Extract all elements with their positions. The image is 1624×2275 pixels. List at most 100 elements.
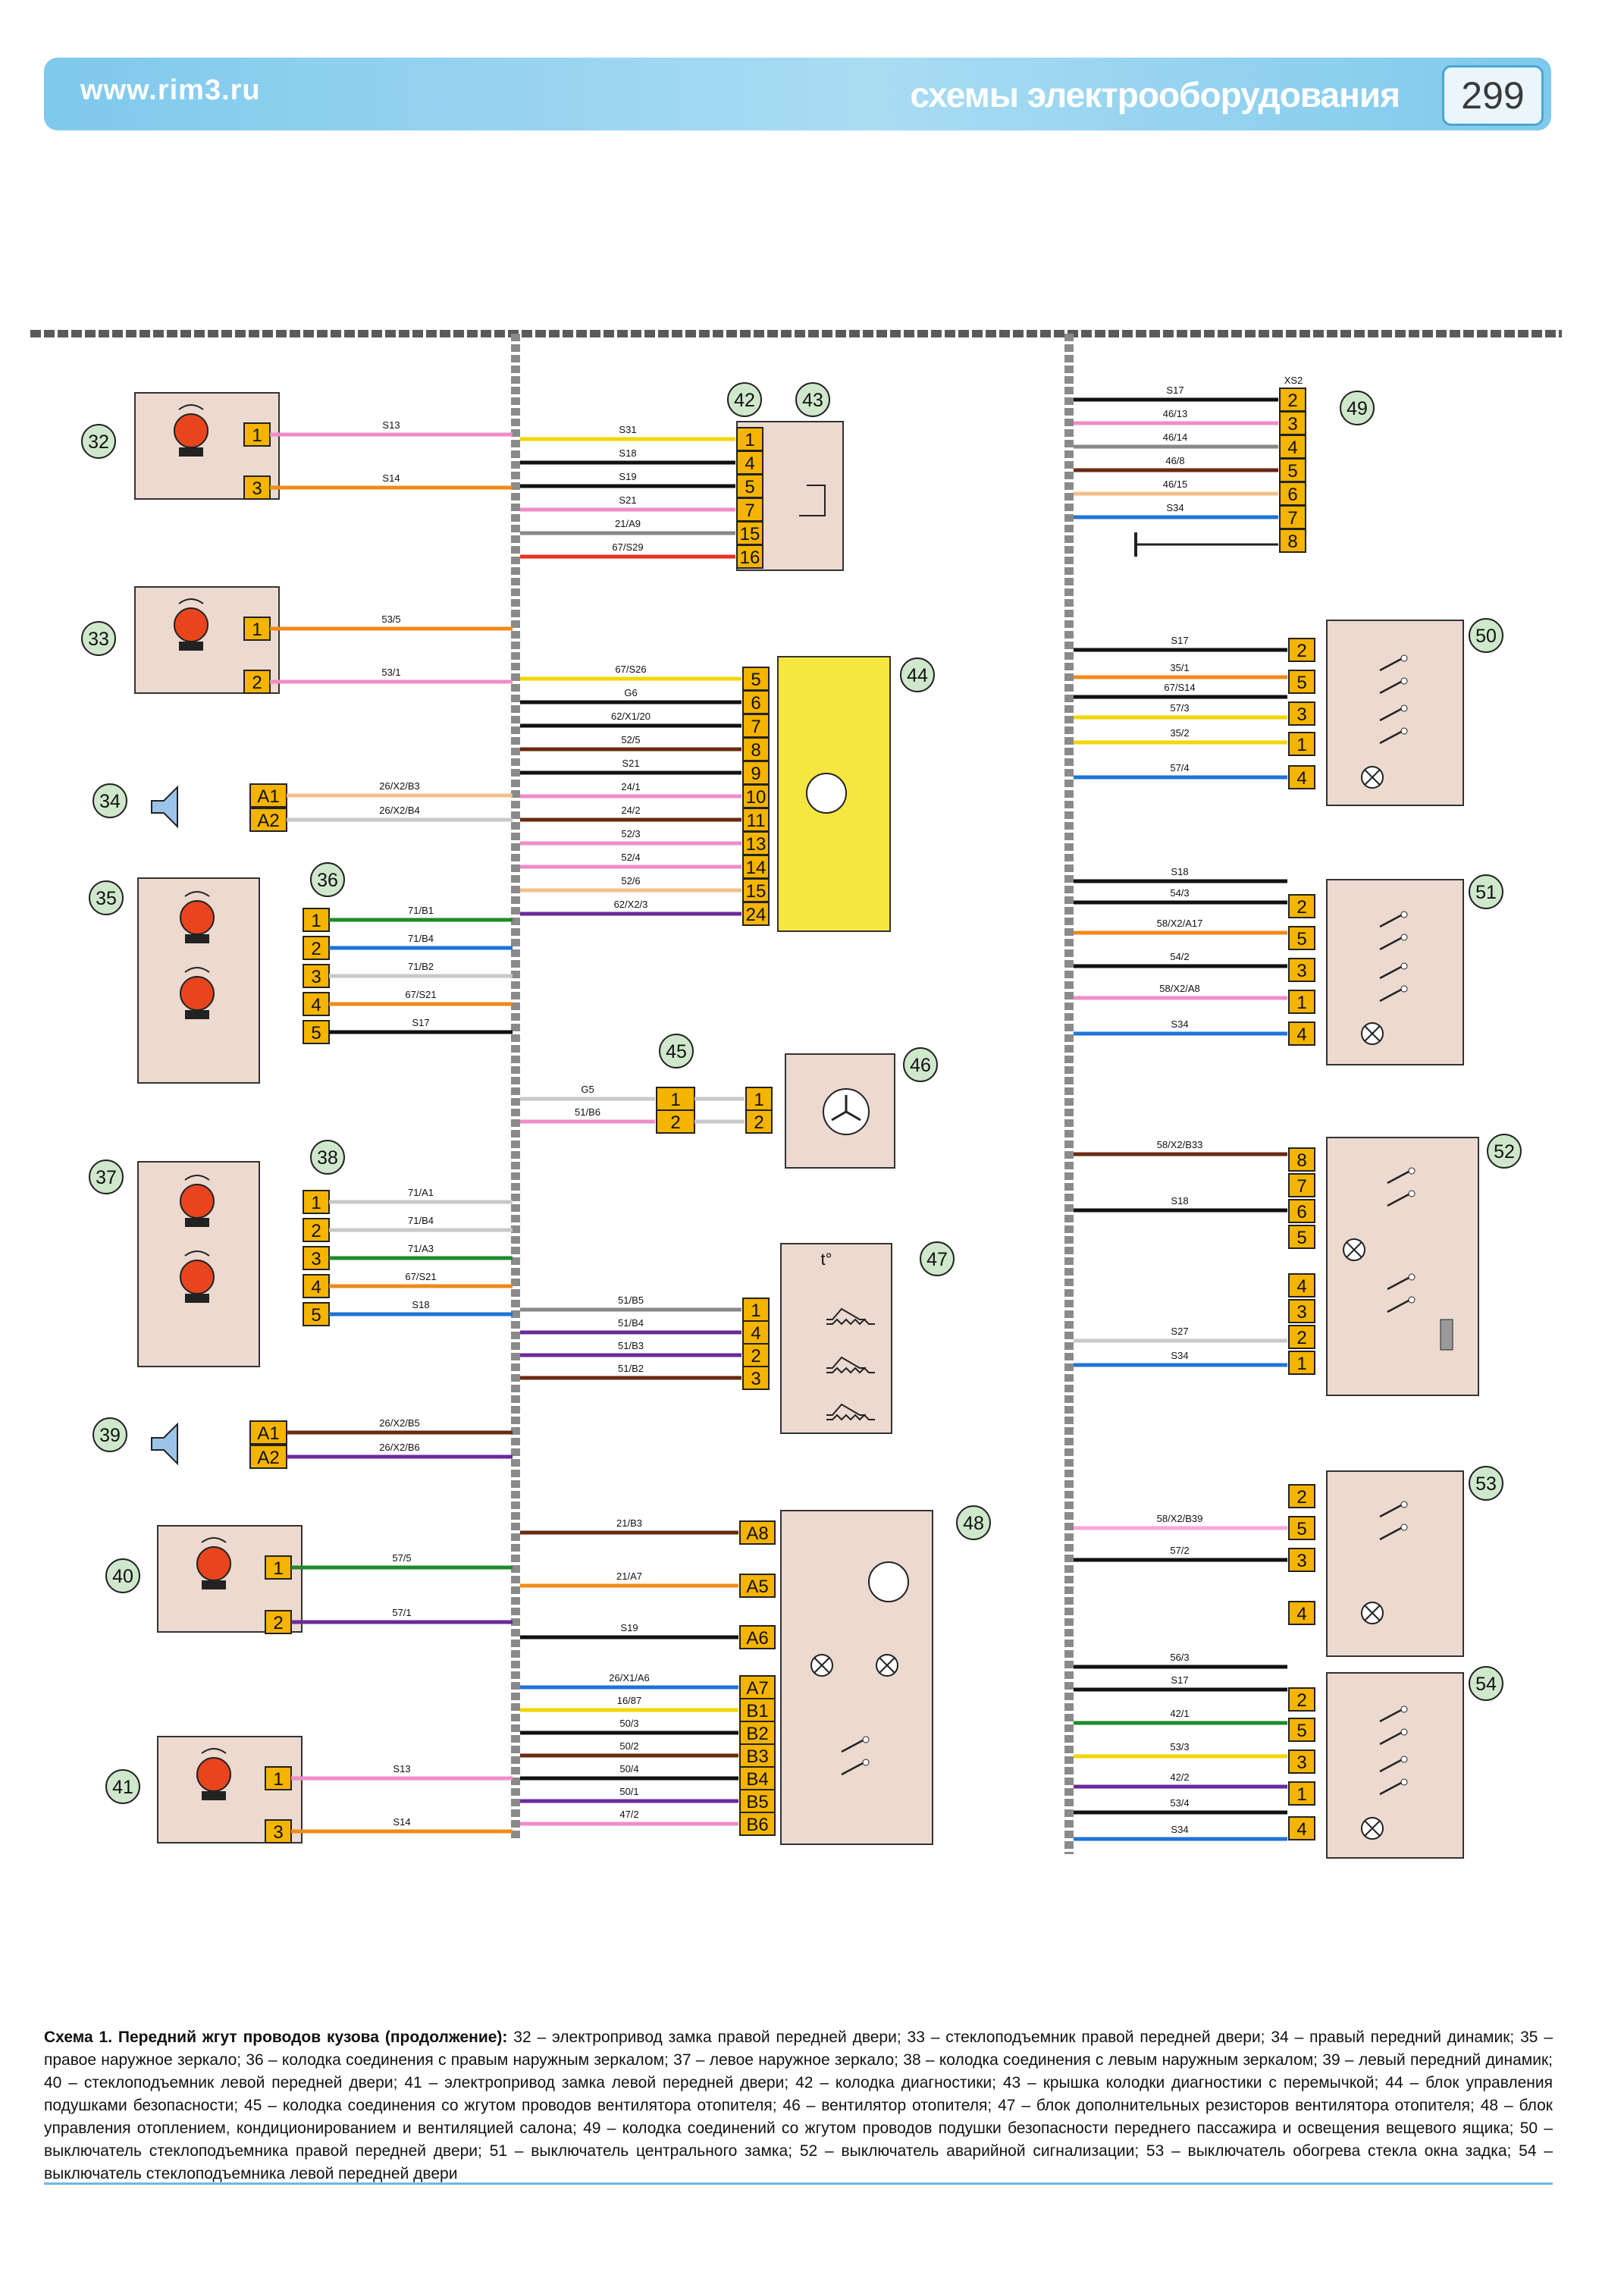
connector-pin [1288,701,1315,726]
pin-label: 5 [1296,929,1306,949]
motor-icon [180,976,215,1011]
wire-label: 53/3 [1170,1741,1189,1753]
motor-icon [180,1260,215,1294]
switch-contacts [841,1738,865,1776]
wire-label: S18 [619,447,636,459]
pin-label: 3 [1296,1551,1306,1571]
rotation-arrow-icon [184,1175,210,1181]
motor-icon [180,1184,215,1219]
pin-label: B3 [746,1746,768,1767]
wire-label: 58/X2/B33 [1157,1139,1203,1150]
pin-label: 15 [740,524,760,544]
motor-mount [179,642,203,651]
component-body [780,1243,892,1434]
pin-label: 6 [1296,1202,1306,1222]
pin-label: B4 [746,1769,768,1790]
wire-label: S18 [412,1299,429,1310]
connector-pin [742,714,770,738]
pin-label: 1 [273,1769,283,1790]
callout-43 [795,382,830,417]
wire-label: S14 [393,1816,410,1828]
pin-label: 6 [1287,485,1297,505]
connector-pin [742,761,770,785]
heater-zigzag [826,1414,875,1421]
pin-label: 16 [740,548,760,568]
pin-label: 2 [1296,1487,1306,1508]
connector-pin [1288,1516,1315,1540]
motor-mount [179,447,203,457]
connector-pin [736,544,763,569]
switch-node [862,1759,870,1766]
callout-label: 51 [1475,882,1497,903]
wire-label: 71/B4 [408,933,434,944]
lamp-cross [1364,1605,1381,1621]
connector-pin [1288,1484,1315,1508]
wire-label: 24/1 [621,781,640,792]
switch-node [1400,677,1408,685]
wire-label: S34 [1171,1350,1188,1361]
connector-49-label: XS2 [1284,375,1303,386]
callout-label: 40 [112,1566,133,1587]
site-url: www.rim3.ru [80,74,261,106]
pin-label: 14 [746,858,767,878]
switch-node [1408,1167,1416,1175]
connector-pin [739,1812,776,1836]
wire-label: 47/2 [619,1809,638,1820]
component-body [1326,879,1464,1065]
switch-node [1400,1501,1408,1508]
wire-label: 57/4 [1170,762,1189,774]
connector-pin [739,1574,776,1598]
switch-contacts [1379,965,1403,1003]
wire-label: 35/1 [1170,662,1189,673]
callout-label: 42 [734,390,755,411]
lamp-cross [879,1657,895,1674]
connector-pin [1288,638,1315,662]
pin-label: 4 [1296,1276,1306,1297]
wire-label: G5 [581,1084,594,1095]
pin-label: 4 [745,453,754,474]
callout-50 [1469,618,1503,653]
motor-icon [174,607,208,642]
callout-label: 32 [88,431,109,453]
component-body [1326,1470,1464,1657]
pin-label: 1 [252,425,262,446]
wire-label: 53/1 [381,667,400,678]
pin-label: A1 [257,786,279,807]
wire-label: 24/2 [621,805,640,816]
connector-pin [742,878,770,902]
callout-label: 45 [666,1041,687,1062]
pin-label: 2 [1296,1328,1306,1348]
wire-label: 58/X2/B39 [1157,1513,1203,1524]
wire-label: S17 [1171,1674,1188,1686]
caption-divider [44,2182,1553,2185]
wire-label: 67/S29 [612,541,643,553]
connector-pin [742,737,770,761]
callout-42 [727,382,762,417]
switch-node [1400,1523,1408,1531]
connector-pin [1288,1225,1315,1249]
section-title: схемы электрооборудования [910,75,1400,115]
pin-label: 9 [751,764,760,784]
wire-label: 51/B5 [618,1294,644,1306]
callout-label: 46 [910,1055,931,1076]
switch-contacts [1379,1708,1403,1746]
wire-label: 42/1 [1170,1708,1189,1719]
pin-label: A5 [746,1577,768,1597]
callout-47 [920,1241,955,1276]
resistor-icon [1440,1319,1453,1351]
heater-element [826,1307,866,1320]
rotation-arrow-icon [201,1537,227,1543]
pin-label: 2 [1296,897,1306,918]
connector-pin [742,1298,770,1322]
connector-pin [742,902,770,926]
rotation-arrow-icon [184,891,210,897]
pin-label: 5 [1296,1228,1306,1248]
wire-label: S18 [1171,866,1188,877]
connector-pin [736,497,763,522]
callout-34 [92,783,127,818]
lamp-cross [1364,1820,1381,1837]
callout-44 [900,657,935,692]
connector-pin [249,808,287,832]
connector-pin [1288,1781,1315,1806]
switch-contacts [1379,707,1403,745]
